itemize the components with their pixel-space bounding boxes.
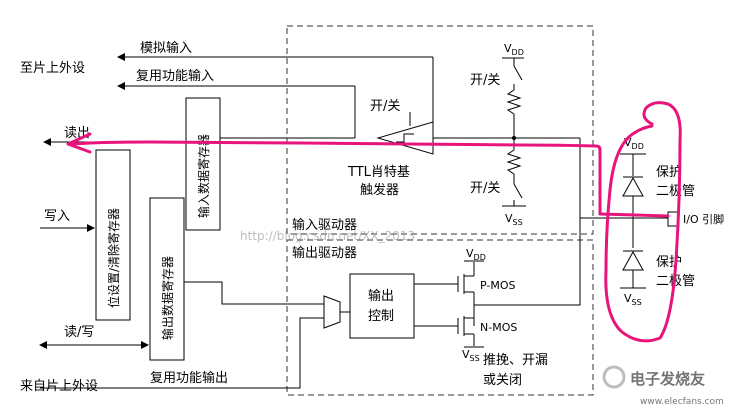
on-off-lower-label: 开/关 [470,181,500,196]
read-write-label: 读/写 [64,325,94,340]
push-pull-label-1: 推挽、开漏 [483,352,548,368]
input-data-register-label: 输入数据寄存器 [196,134,211,218]
watermark-url: http://blog.csdn.net/XX_2013 [240,229,415,243]
pmos-label: P-MOS [480,279,516,292]
pullup-resistor [506,89,522,115]
annotation-loop [604,101,682,343]
ttl-schmitt-trigger [376,121,434,155]
alt-function-output-label: 复用功能输出 [150,370,228,386]
io-pin-label: I/O 引脚 [683,212,724,226]
pullup-switch [513,65,523,81]
output-driver-box [286,239,594,396]
elecfans-logo: 电子发烧友 www.elecfans.com [602,365,724,407]
ttl-schmitt-label-1: TTL肖特基 [347,165,410,180]
vdd-output-label: VDD [466,247,486,262]
output-control-label-2: 控制 [368,309,394,324]
output-data-register-label: 输出数据寄存器 [160,256,175,340]
bit-set-reset-register-box [95,149,131,321]
output-data-register-box [149,197,185,361]
ttl-schmitt-label-2: 触发器 [360,182,399,198]
input-driver-box [286,25,594,235]
annotation-read-path [70,140,602,216]
protect-diode-upper-label-1: 保护 [656,165,682,180]
alt-function-input-label: 复用功能输入 [136,68,214,84]
pink-annotation [66,101,682,343]
io-pin-box [667,211,679,227]
output-register-to-mux-line [184,281,324,305]
bit-set-reset-register-label: 位设置/清除寄存器 [106,208,121,308]
protect-diode-upper-label-2: 二极管 [656,184,695,199]
nmos-transistor [457,316,484,348]
svg-text:www.elecfans.com: www.elecfans.com [640,397,724,407]
push-pull-label-2: 或关闭 [483,373,522,388]
vss-diode-label: VSS [624,292,642,307]
output-control-label-1: 输出 [368,288,394,304]
vdd-input-label: VDD [504,42,524,57]
to-onchip-peripheral-label: 至片上外设 [20,61,85,76]
analog-input-label: 模拟输入 [140,40,192,56]
nmos-label: N-MOS [480,321,517,334]
svg-text:电子发烧友: 电子发烧友 [630,370,705,388]
pulldown-resistor [506,149,522,175]
annotation-arrow-head [66,132,92,154]
lower-protection-diode [622,250,644,271]
on-off-upper-label: 开/关 [470,73,500,88]
output-mux [323,295,341,329]
from-onchip-peripheral-label: 来自片上外设 [20,379,98,394]
vss-input-label: VSS [505,212,523,227]
schmitt-symbol [396,133,414,143]
pmos-transistor [457,260,484,326]
output-to-pin-line [474,218,581,306]
upper-protection-diode [622,176,644,197]
annotation-pin-link [598,212,670,218]
pulldown-switch [513,183,523,199]
write-in-label: 写入 [44,209,70,224]
vss-output-label: VSS [462,348,480,363]
output-control-box [349,273,415,339]
vdd-diode-label: VDD [624,136,644,151]
alt-function-output-line [40,317,324,389]
input-driver-label: 输入驱动器 [292,217,357,233]
protect-diode-lower-label-1: 保护 [656,255,682,270]
on-off-top-label: 开/关 [370,99,400,114]
output-driver-label: 输出驱动器 [292,245,357,261]
input-data-register-box [185,97,221,231]
